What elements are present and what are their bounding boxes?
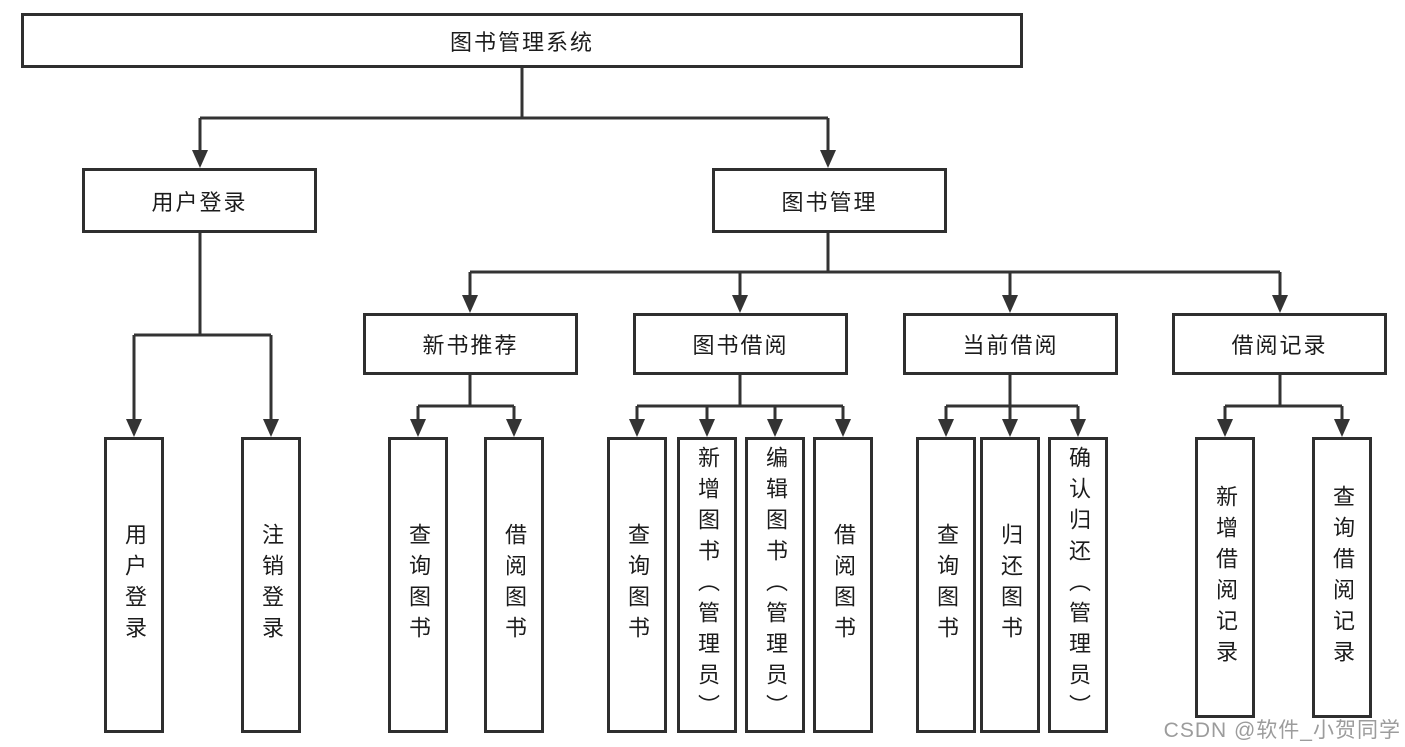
node-label: 查询图书 bbox=[934, 523, 959, 647]
node-label: 图书借阅 bbox=[692, 333, 789, 358]
node-label: 借阅图书 bbox=[831, 523, 856, 647]
node-leaf-add-borrow-record: 新增借阅记录 bbox=[1195, 437, 1255, 718]
node-current-borrow: 当前借阅 bbox=[903, 313, 1118, 375]
node-leaf-borrow-book-recommend: 借阅图书 bbox=[484, 437, 544, 733]
node-leaf-add-book-admin: 新增图书（管理员） bbox=[677, 437, 737, 733]
node-leaf-return-book: 归还图书 bbox=[980, 437, 1040, 733]
node-label: 注销登录 bbox=[259, 523, 284, 647]
node-leaf-edit-book-admin: 编辑图书（管理员） bbox=[745, 437, 805, 733]
node-leaf-query-book-recommend: 查询图书 bbox=[388, 437, 448, 733]
node-label: 新书推荐 bbox=[422, 333, 519, 358]
csdn-watermark: CSDN @软件_小贺同学 bbox=[1163, 719, 1401, 742]
node-book-management: 图书管理 bbox=[712, 168, 947, 233]
node-label: 用户登录 bbox=[151, 189, 248, 215]
node-new-book-recommend: 新书推荐 bbox=[363, 313, 578, 375]
node-label: 新增图书（管理员） bbox=[695, 445, 720, 725]
node-leaf-borrow-book: 借阅图书 bbox=[813, 437, 873, 733]
node-user-login: 用户登录 bbox=[82, 168, 317, 233]
node-borrow-record: 借阅记录 bbox=[1172, 313, 1387, 375]
node-leaf-query-book-current: 查询图书 bbox=[916, 437, 976, 733]
node-label: 查询图书 bbox=[625, 523, 650, 647]
node-leaf-confirm-return-admin: 确认归还（管理员） bbox=[1048, 437, 1108, 733]
node-label: 借阅记录 bbox=[1231, 333, 1328, 358]
node-leaf-logout: 注销登录 bbox=[241, 437, 301, 733]
node-label: 编辑图书（管理员） bbox=[763, 445, 788, 725]
node-label: 归还图书 bbox=[998, 523, 1023, 647]
node-label: 借阅图书 bbox=[502, 523, 527, 647]
node-leaf-query-borrow-record: 查询借阅记录 bbox=[1312, 437, 1372, 718]
node-leaf-query-book-borrow: 查询图书 bbox=[607, 437, 667, 733]
node-label: 当前借阅 bbox=[962, 333, 1059, 358]
node-label: 新增借阅记录 bbox=[1213, 484, 1238, 671]
node-label: 确认归还（管理员） bbox=[1066, 445, 1091, 725]
node-label: 查询图书 bbox=[406, 523, 431, 647]
node-label: 查询借阅记录 bbox=[1330, 484, 1355, 671]
node-leaf-user-login: 用户登录 bbox=[104, 437, 164, 733]
node-book-borrow: 图书借阅 bbox=[633, 313, 848, 375]
node-label: 图书管理 bbox=[781, 189, 878, 215]
node-label: 用户登录 bbox=[122, 523, 147, 647]
node-root: 图书管理系统 bbox=[21, 13, 1023, 68]
node-label: 图书管理系统 bbox=[449, 29, 594, 55]
